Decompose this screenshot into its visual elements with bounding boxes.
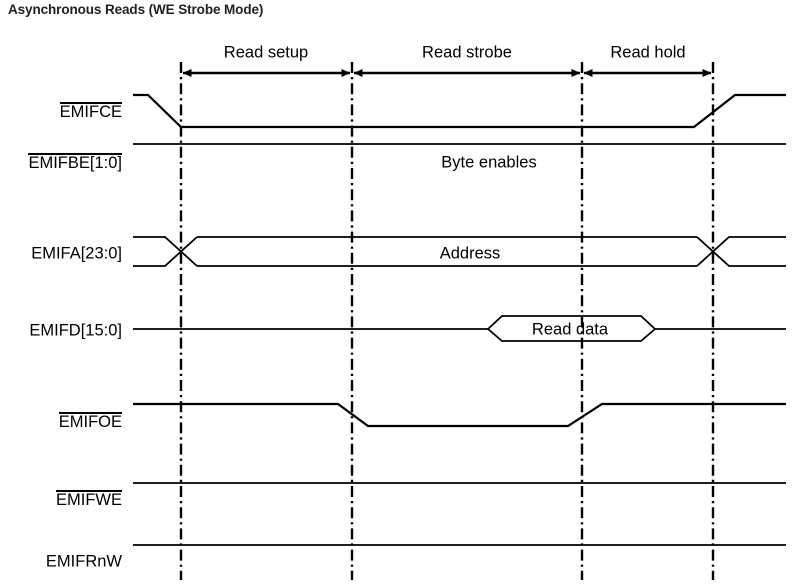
signal-label-emifce: EMIFCE (0, 102, 122, 122)
phase-label-read-hold: Read hold (610, 43, 686, 62)
page-title: Asynchronous Reads (WE Strobe Mode) (8, 2, 264, 17)
signal-label-emifwe-text: EMIFWE (56, 490, 122, 509)
waveform-emifa (133, 236, 786, 267)
bus-label-byte-enables: Byte enables (441, 153, 537, 172)
phase-label-read-setup: Read setup (223, 43, 309, 62)
signal-label-emifd-text: EMIFD[15:0] (29, 321, 122, 340)
bus-label-address: Address (439, 244, 501, 263)
marker-lines-group (179, 62, 715, 580)
signal-label-emifbe: EMIFBE[1:0] (0, 153, 122, 173)
signal-label-emifoe: EMIFOE (0, 412, 122, 432)
signal-label-emifa-text: EMIFA[23:0] (31, 244, 122, 263)
phase-label-read-strobe: Read strobe (422, 43, 512, 62)
signal-label-emifrnw: EMIFRnW (0, 553, 122, 572)
signal-label-emifd: EMIFD[15:0] (0, 322, 122, 341)
signal-label-emifce-text: EMIFCE (59, 102, 122, 121)
waveform-emifce (133, 93, 786, 129)
signal-label-emifrnw-text: EMIFRnW (45, 552, 122, 571)
signal-label-emifa: EMIFA[23:0] (0, 245, 122, 264)
signal-label-emifoe-text: EMIFOE (58, 412, 122, 431)
signal-label-emifbe-text: EMIFBE[1:0] (28, 153, 122, 172)
waveform-emifd (133, 315, 786, 342)
signal-label-emifwe: EMIFWE (0, 490, 122, 510)
waveform-emifoe (133, 402, 786, 428)
bus-label-read-data: Read data (531, 320, 609, 339)
